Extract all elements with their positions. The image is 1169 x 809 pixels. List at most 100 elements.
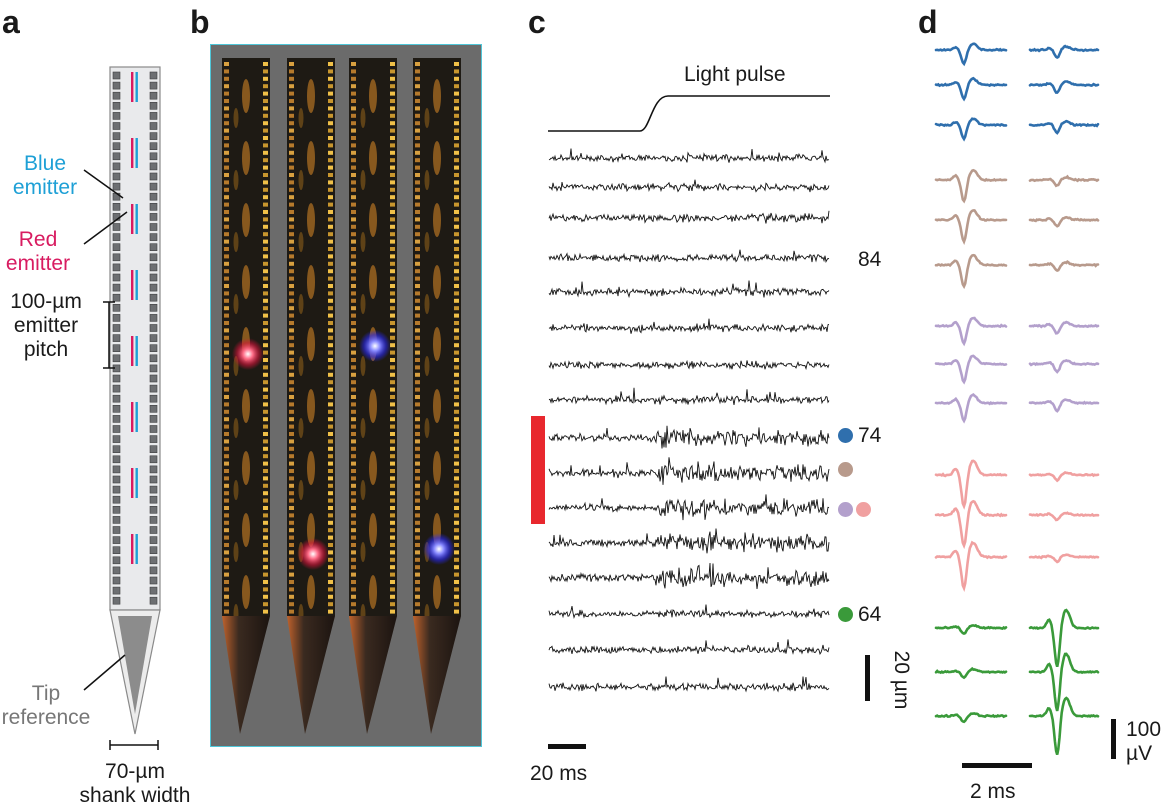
probe-photo-pad [351, 335, 356, 340]
electrode-pad [112, 425, 121, 433]
probe-photo-pad [454, 247, 459, 251]
probe-photo-pad [351, 572, 356, 577]
probe-photo-pad [289, 136, 294, 140]
scale-label-100: 100 [1126, 718, 1162, 741]
probe-photo-pad [390, 506, 395, 510]
probe-photo-pad [328, 565, 333, 570]
probe-photo-pad [263, 409, 268, 414]
spike-waveform-left [934, 117, 1008, 142]
voltage-trace [548, 148, 830, 164]
probe-photo-pad [224, 409, 229, 414]
blue-emitter [135, 72, 138, 102]
channel-label-84: 84 [858, 248, 882, 271]
probe-photo-pad [263, 513, 268, 518]
probe-photo-trace [242, 451, 250, 485]
probe-photo-pad [224, 91, 229, 96]
probe-photo-pad [224, 417, 229, 422]
probe-photo-trace [433, 141, 441, 175]
probe-photo-pad [224, 269, 229, 274]
probe-photo-pad [328, 210, 333, 214]
probe-photo-pad [390, 328, 395, 333]
probe-photo-pad [415, 572, 420, 577]
red-emitter [131, 534, 134, 564]
probe-photo-trace [298, 356, 304, 376]
probe-photo-pad [390, 454, 395, 459]
probe-photo-pad [351, 150, 356, 155]
electrode-pad [112, 516, 121, 524]
probe-photo-pad [390, 232, 395, 237]
probe-photo-pad [454, 217, 459, 222]
electrode-pad [112, 223, 121, 231]
probe-photo-pad [390, 380, 395, 385]
probe-photo-pad [224, 594, 229, 599]
probe-photo-pad [289, 506, 294, 510]
probe-photo-pad [224, 84, 229, 89]
probe-photo-pad [289, 483, 294, 488]
blue-emitter-label: Blue emitter [0, 152, 95, 200]
probe-photo-pad [454, 491, 459, 496]
electrode-pad [112, 304, 121, 312]
probe-photo-pad [263, 136, 268, 140]
probe-photo-pad [328, 247, 333, 251]
electrode-pad [112, 576, 121, 585]
probe-photo-pad [390, 128, 395, 133]
probe-photo-pad [454, 572, 459, 577]
red-emitter-label-line2: emitter [5, 252, 71, 275]
probe-photo-pad [328, 69, 333, 74]
blue-emitter-pointer [83, 169, 124, 199]
probe-photo-pad [390, 165, 395, 170]
probe-photo-pad [328, 165, 333, 170]
spike-waveform-left [934, 393, 1008, 424]
probe-photo-pad [289, 224, 294, 229]
probe-photo-pad [289, 269, 294, 274]
voltage-trace [548, 425, 830, 449]
probe-photo-pad [224, 165, 229, 170]
probe-photo-trace [360, 232, 366, 252]
probe-photo-pad [390, 565, 395, 570]
probe-photo-pad [289, 150, 294, 155]
probe-photo-pad [454, 565, 459, 570]
probe-photo-pad [454, 99, 459, 103]
red-emitter-glow [232, 338, 264, 370]
probe-photo-pad [263, 239, 268, 244]
probe-photo-pad [390, 284, 395, 288]
probe-photo-pad [328, 454, 333, 459]
probe-photo-trace [307, 389, 315, 423]
electrode-pad [149, 576, 158, 585]
probe-photo-pad [224, 461, 229, 466]
probe-photo-pad [415, 528, 420, 533]
probe-photo-trace [424, 356, 430, 376]
probe-photo-pad [390, 535, 395, 540]
probe-photo-pad [289, 454, 294, 459]
probe-photo-pad [328, 483, 333, 488]
probe-photo-pad [224, 224, 229, 229]
probe-photo-pad [415, 217, 420, 222]
probe-photo-pad [351, 128, 356, 133]
probe-photo-pad [454, 210, 459, 214]
probe-photo-pad [289, 76, 294, 81]
probe-photo-pad [224, 439, 229, 444]
probe-photo-pad [351, 609, 356, 614]
electrode-pad [112, 475, 121, 484]
probe-photo-pad [454, 395, 459, 399]
electrode-pad [149, 455, 158, 464]
electrode-pad [149, 465, 158, 474]
probe-photo-pad [415, 143, 420, 148]
probe-photo-pad [351, 528, 356, 533]
electrode-pad [112, 243, 121, 251]
probe-photo-pad [454, 239, 459, 244]
probe-photo-pad [224, 143, 229, 148]
probe-photo-pad [351, 506, 356, 510]
probe-photo-pad [263, 476, 268, 481]
probe-photo-trace [233, 232, 239, 252]
probe-photo-pad [454, 291, 459, 296]
probe-photo-pad [415, 350, 420, 355]
probe-photo-trace [242, 513, 250, 547]
probe-photo-pad [390, 321, 395, 325]
probe-photo-pad [289, 587, 294, 592]
probe-photo-pad [454, 84, 459, 89]
probe-photo-pad [415, 69, 420, 74]
probe-photo-pad [289, 291, 294, 296]
spike-waveform-left [934, 666, 1008, 680]
unit-dot-purple [838, 502, 853, 517]
